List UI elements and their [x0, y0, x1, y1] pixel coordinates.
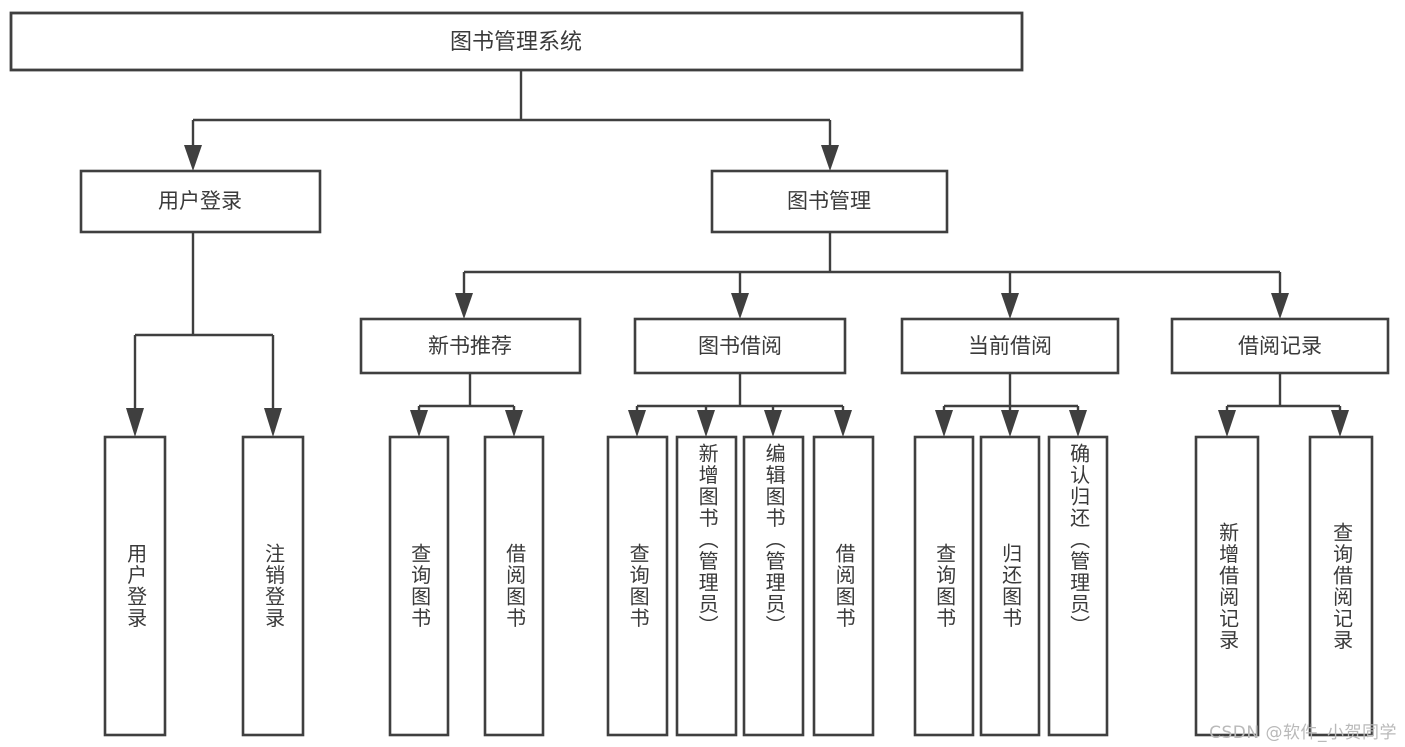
arrowhead-user-login-leaf-1: [126, 408, 144, 437]
arrowhead-borrow-record-leaf-2: [1331, 410, 1349, 437]
node-book-manage-label: 图书管理: [787, 189, 871, 213]
arrowhead-book-borrow-leaf-3: [764, 410, 782, 437]
node-new-book-label: 新书推荐: [428, 334, 512, 358]
arrowhead-book-borrow-leaf-1: [628, 410, 646, 437]
arrowhead-new-book-leaf-1: [410, 410, 428, 437]
arrowhead-user-login-leaf-2: [264, 408, 282, 437]
node-current-borrow-label: 当前借阅: [968, 334, 1052, 358]
arrowhead-book-borrow-leaf-2: [697, 410, 715, 437]
arrowhead-borrow-record-leaf-1: [1218, 410, 1236, 437]
leaf-box-current-borrow-3[interactable]: [1047, 435, 1109, 737]
leaf-box-borrow-record-2[interactable]: [1308, 435, 1374, 737]
leaf-box-user-login-1[interactable]: [103, 435, 167, 737]
leaf-box-new-book-1[interactable]: [388, 435, 450, 737]
leaf-box-book-borrow-4[interactable]: [812, 435, 875, 737]
leaf-box-current-borrow-1[interactable]: [913, 435, 975, 737]
edge-layer: [126, 70, 1349, 437]
leaf-box-book-borrow-1[interactable]: [606, 435, 669, 737]
arrowhead-new-book-leaf-2: [505, 410, 523, 437]
node-new-book-box[interactable]: [359, 317, 582, 375]
leaf-box-current-borrow-2[interactable]: [979, 435, 1041, 737]
arrowhead-book-borrow-leaf-4: [834, 410, 852, 437]
csdn-watermark: CSDN @软件_小贺同学: [1209, 723, 1397, 743]
arrowhead-book-borrow: [731, 293, 749, 319]
node-book-borrow-label: 图书借阅: [698, 334, 782, 358]
node-layer: 图书管理系统 用户登录 图书管理 新书推荐 图书借阅 当前借阅 借阅记录: [9, 11, 1390, 737]
arrowhead-user-login: [184, 145, 202, 171]
node-borrow-record-box[interactable]: [1170, 317, 1390, 375]
leaf-box-book-borrow-2[interactable]: [675, 435, 738, 737]
node-borrow-record-label: 借阅记录: [1238, 334, 1322, 358]
arrowhead-current-borrow: [1001, 293, 1019, 319]
arrowhead-current-borrow-leaf-2: [1001, 410, 1019, 437]
leaf-box-borrow-record-1[interactable]: [1194, 435, 1260, 737]
arrowhead-current-borrow-leaf-1: [935, 410, 953, 437]
node-root-label: 图书管理系统: [450, 30, 582, 55]
arrowhead-borrow-record: [1271, 293, 1289, 319]
arrowhead-new-book: [455, 293, 473, 319]
node-user-login-box[interactable]: [79, 169, 322, 234]
leaf-box-new-book-2[interactable]: [483, 435, 545, 737]
node-current-borrow-box[interactable]: [900, 317, 1120, 375]
node-user-login-label: 用户登录: [158, 189, 242, 213]
arrowhead-current-borrow-leaf-3: [1069, 410, 1087, 437]
leaf-box-book-borrow-3[interactable]: [742, 435, 805, 737]
node-root-box[interactable]: [9, 11, 1024, 72]
leaf-box-user-login-2[interactable]: [241, 435, 305, 737]
node-book-borrow-box[interactable]: [633, 317, 847, 375]
arrowhead-book-manage: [821, 145, 839, 171]
node-book-manage-box[interactable]: [710, 169, 949, 234]
